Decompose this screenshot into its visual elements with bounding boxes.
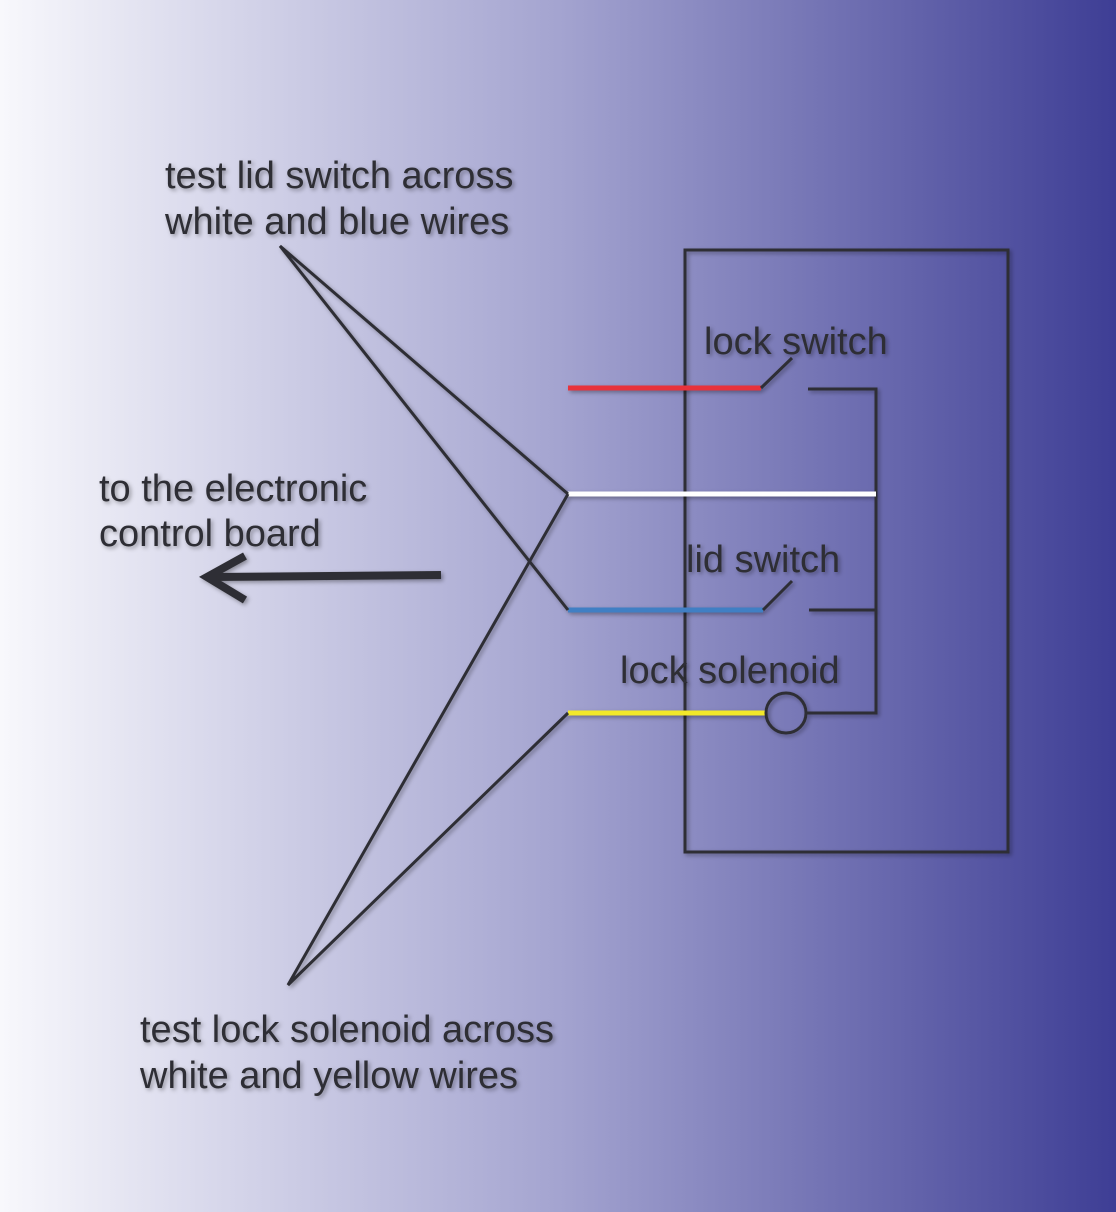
common-bus-line <box>806 387 878 715</box>
lock-switch-label: lock switch <box>704 321 888 363</box>
lock-switch-blade <box>759 356 794 390</box>
lid-test-label-line1: test lid switch across <box>165 155 513 197</box>
lid-switch-blade <box>761 579 794 612</box>
lid-test-pointer <box>278 244 570 611</box>
switch-housing-box <box>683 248 1010 854</box>
lid-switch-label: lid switch <box>686 539 840 581</box>
solenoid-test-label-line1: test lock solenoid across <box>140 1009 554 1051</box>
arrow-left-icon <box>199 552 442 604</box>
solenoid-test-label-line2: white and yellow wires <box>139 1055 518 1097</box>
lid-test-label-line2: white and blue wires <box>164 201 509 243</box>
solenoid-test-pointer <box>286 493 570 987</box>
board-label-line2: control board <box>99 513 321 555</box>
board-label-line1: to the electronic <box>99 468 367 510</box>
lock-solenoid-label: lock solenoid <box>620 650 840 692</box>
solenoid-symbol <box>764 691 808 735</box>
